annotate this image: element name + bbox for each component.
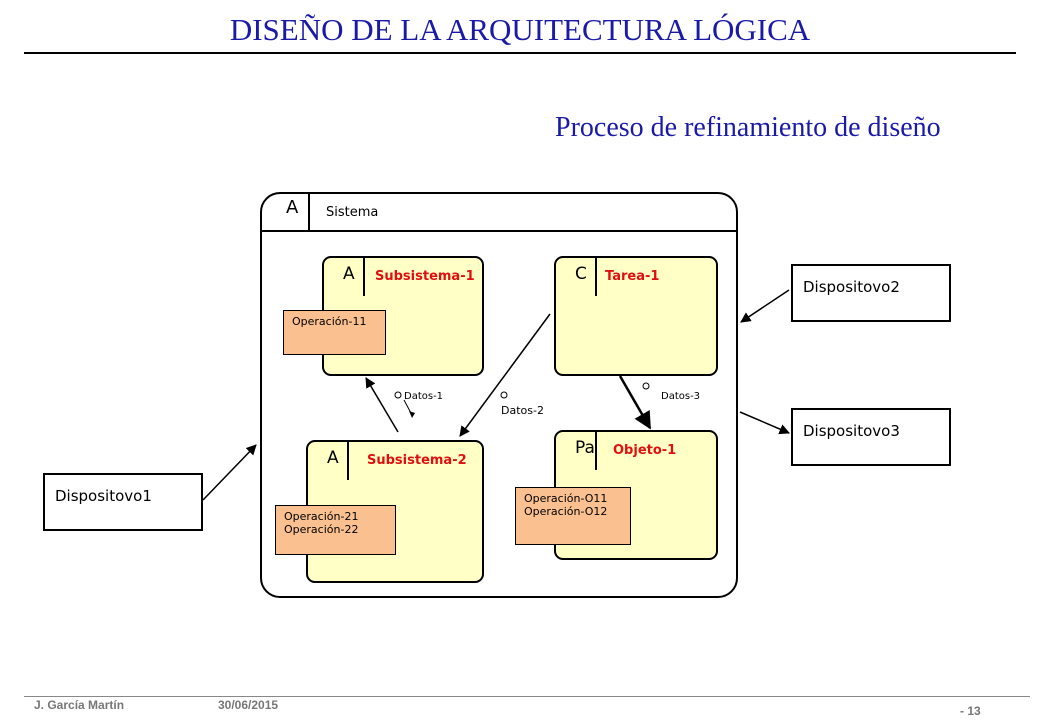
device-2: Dispositovo2 <box>791 264 951 322</box>
operations-box-objeto-1: Operación-O11 Operación-O12 <box>515 487 631 545</box>
operations-box-subsistema-2: Operación-21 Operación-22 <box>275 505 396 555</box>
component-header: A Subsistema-1 <box>324 258 482 296</box>
operations-box-subsistema-1: Operación-11 <box>283 310 386 355</box>
component-subsistema-1: A Subsistema-1 <box>322 256 484 376</box>
component-type-letter: A <box>327 448 339 468</box>
component-type-letter: Pa <box>575 438 595 458</box>
component-header: Pa Objeto-1 <box>556 432 716 470</box>
footer-author: J. García Martín <box>34 698 125 712</box>
header-separator <box>347 442 349 480</box>
flow-arrow-datos-2 <box>459 313 551 437</box>
operation-item: Operación-O11 <box>524 492 608 505</box>
device-1: Dispositovo1 <box>43 473 203 531</box>
footer-divider <box>24 696 1030 697</box>
device-label: Dispositovo2 <box>803 278 900 296</box>
device-label: Dispositovo1 <box>55 487 152 505</box>
system-name: Sistema <box>326 205 379 220</box>
header-separator <box>363 258 365 296</box>
slide-subtitle: Proceso de refinamiento de diseño <box>555 112 941 143</box>
component-name: Subsistema-1 <box>375 269 475 284</box>
component-header: C Tarea-1 <box>556 258 716 296</box>
component-name: Objeto-1 <box>613 443 677 458</box>
data-tick-head-datos-1 <box>409 411 415 418</box>
header-separator <box>595 432 597 470</box>
component-tarea-1: C Tarea-1 <box>554 256 718 376</box>
data-label-datos-3: Datos-3 <box>661 391 701 402</box>
device-3-arrow <box>739 411 790 435</box>
device-2-arrow <box>740 289 790 323</box>
system-header-separator <box>308 192 310 230</box>
operation-item: Operación-11 <box>292 315 367 328</box>
slide-title: DISEÑO DE LA ARQUITECTURA LÓGICA <box>229 12 811 47</box>
data-label-datos-2: Datos-2 <box>501 404 544 417</box>
system-type-letter: A <box>286 197 299 218</box>
data-token-datos-3 <box>642 382 650 390</box>
component-header: A Subsistema-2 <box>308 442 482 480</box>
data-token-datos-2 <box>500 391 508 399</box>
component-type-letter: A <box>343 264 355 284</box>
data-label-datos-1: Datos-1 <box>404 391 444 402</box>
footer-page-number: - 13 <box>960 704 981 718</box>
component-name: Subsistema-2 <box>367 453 467 468</box>
title-divider <box>24 52 1016 54</box>
flow-arrow-datos-1 <box>365 377 399 433</box>
footer-date: 30/06/2015 <box>218 698 279 712</box>
flow-arrow-datos-3 <box>618 375 652 430</box>
device-3: Dispositovo3 <box>791 408 951 466</box>
operation-item: Operación-21 <box>284 510 359 523</box>
system-header-divider <box>260 230 738 232</box>
data-token-datos-1 <box>394 391 402 399</box>
component-name: Tarea-1 <box>605 269 660 284</box>
component-type-letter: C <box>575 264 587 284</box>
operation-item: Operación-O12 <box>524 505 608 518</box>
device-label: Dispositovo3 <box>803 422 900 440</box>
operation-item: Operación-22 <box>284 523 359 536</box>
device-1-arrow <box>202 444 257 501</box>
header-separator <box>595 258 597 296</box>
